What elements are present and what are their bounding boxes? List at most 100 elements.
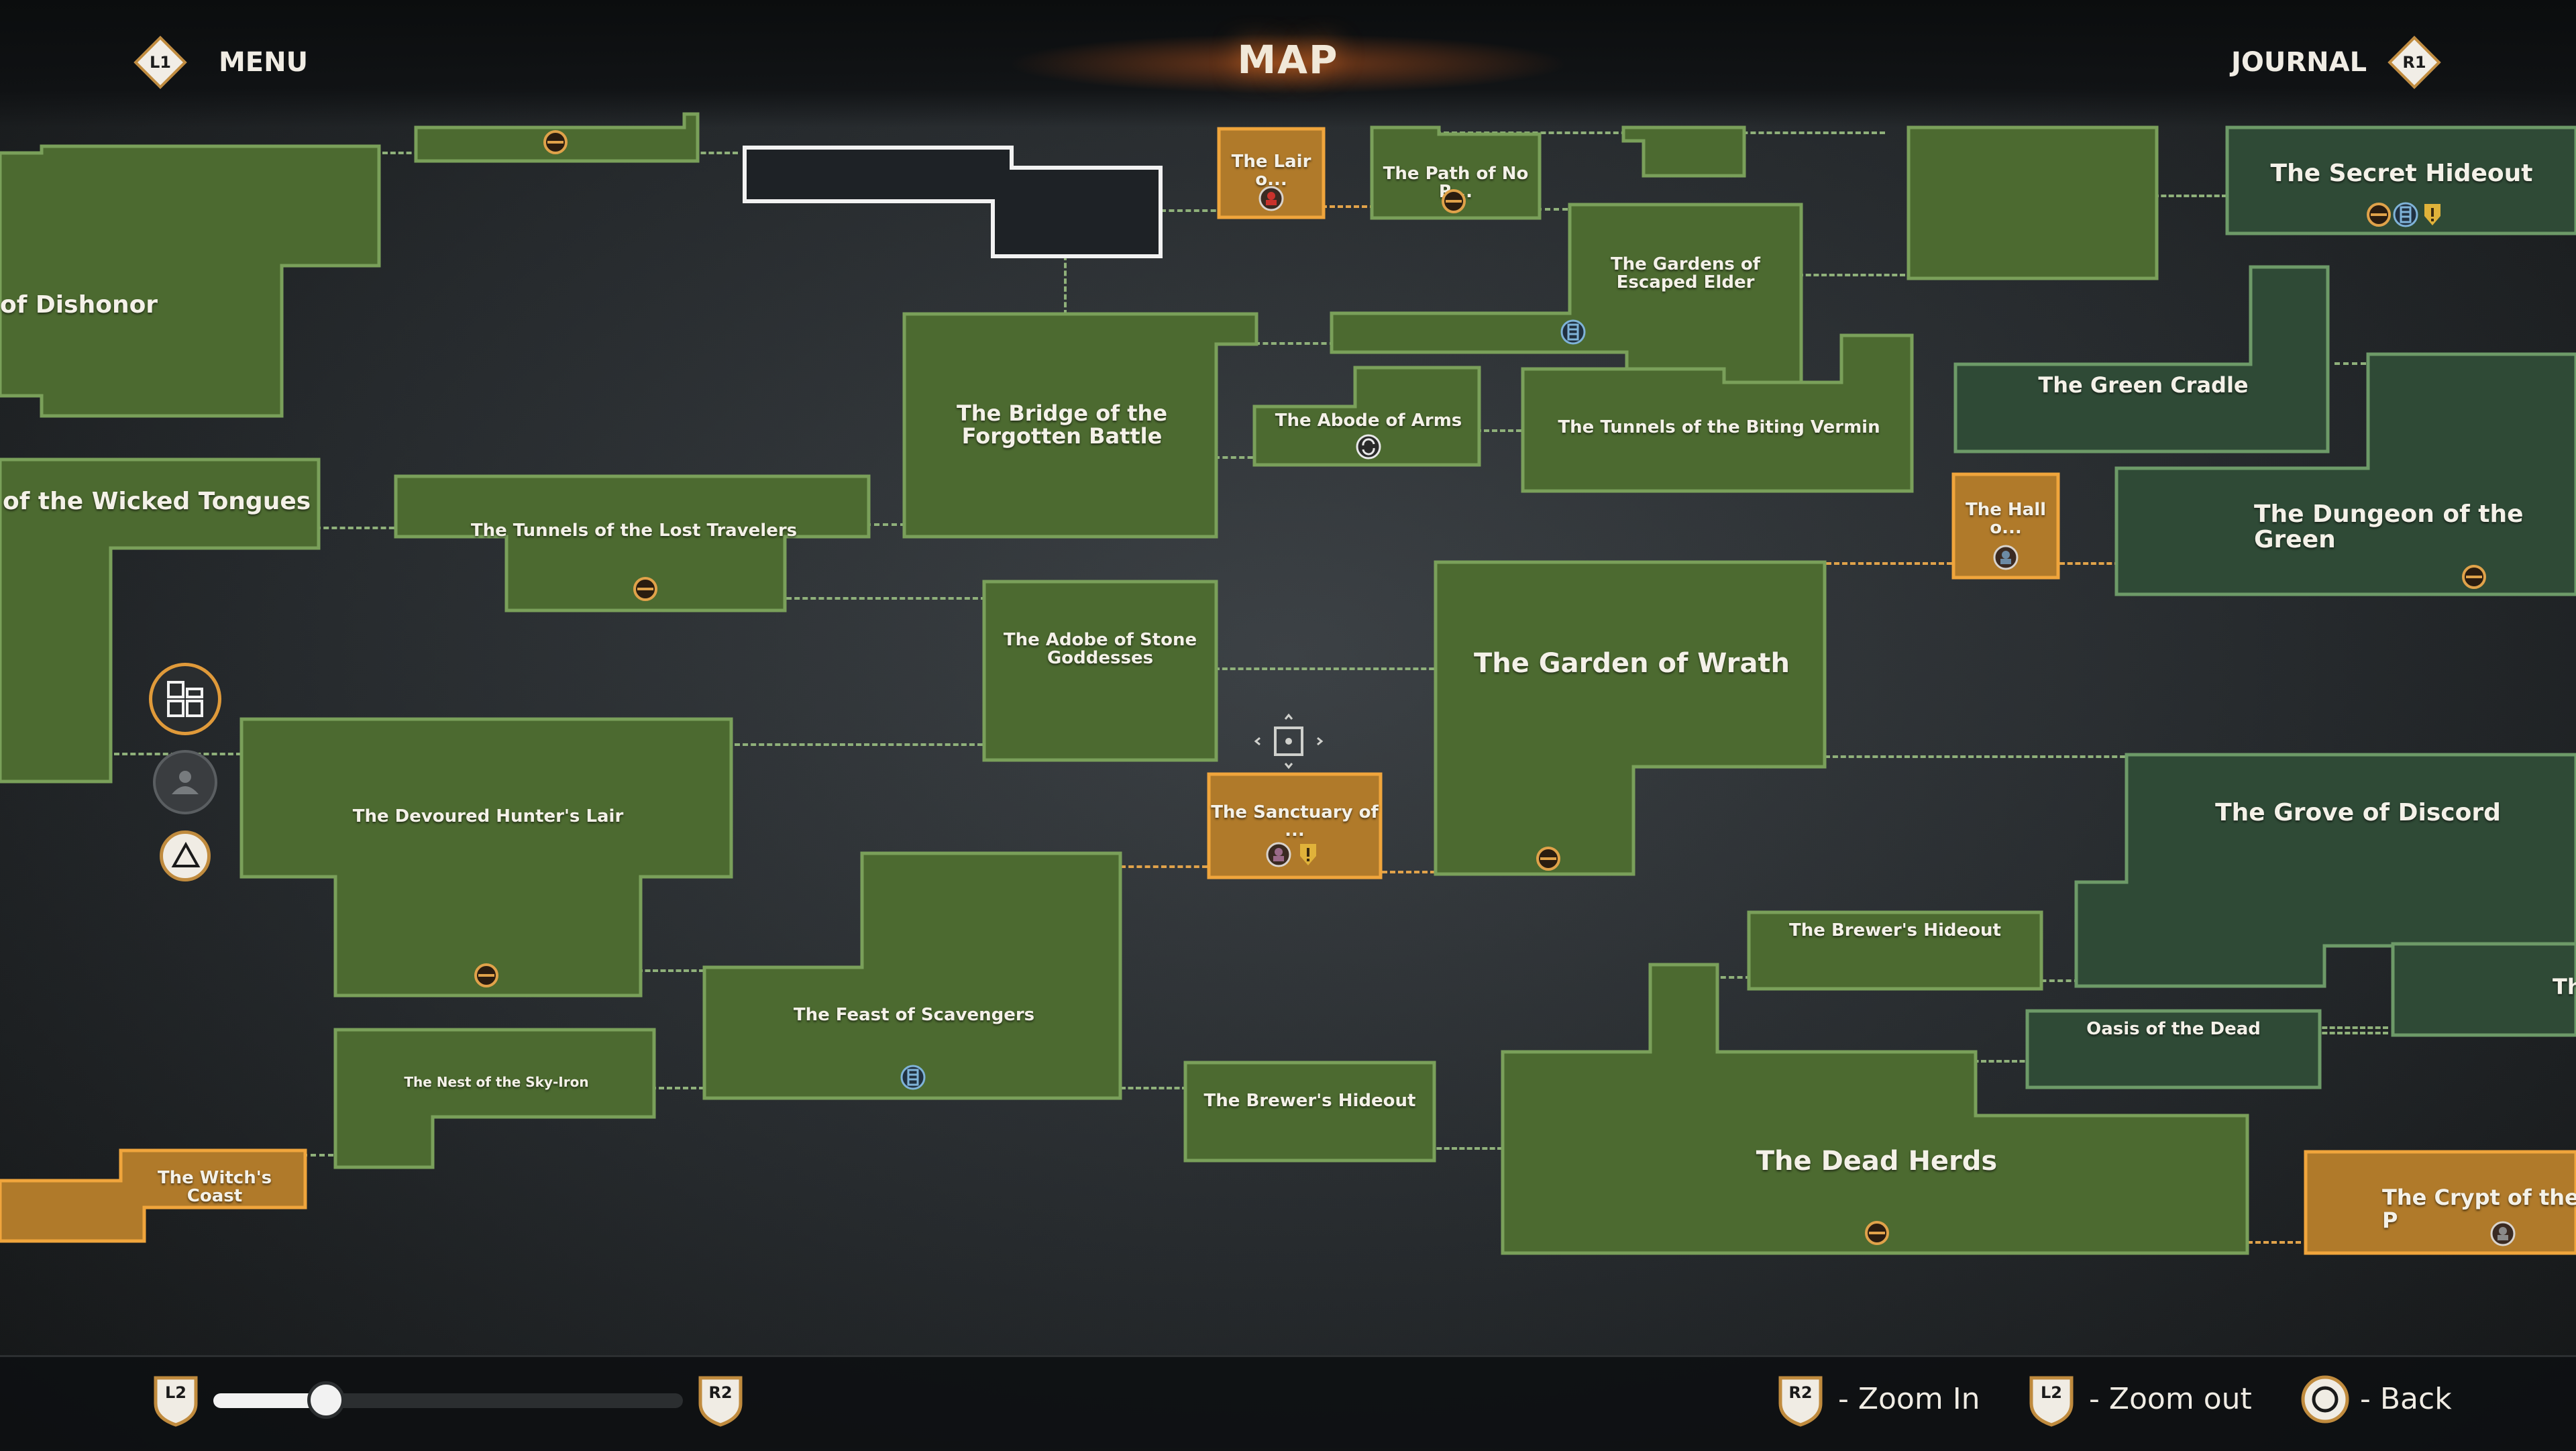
room-unexplored-outline[interactable] — [743, 146, 1164, 262]
connector — [2247, 1241, 2301, 1244]
enemy-icon — [2490, 1221, 2516, 1246]
connector — [2314, 1032, 2388, 1034]
connector — [302, 1154, 342, 1157]
connector — [2059, 562, 2120, 565]
room-devoured-hunters-lair[interactable]: The Devoured Hunter's Lair — [239, 717, 735, 1000]
connector — [778, 597, 986, 600]
room-top-strip[interactable] — [414, 112, 700, 163]
connector — [1120, 1087, 1187, 1089]
room-brewers-hideout-upper[interactable]: The Brewer's Hideout — [1747, 910, 2043, 991]
room-brewers-hideout-lower[interactable]: The Brewer's Hideout — [1183, 1061, 1436, 1163]
connector — [651, 1087, 704, 1089]
room-tunnels-lost-travelers[interactable]: The Tunnels of the Lost Travelers — [394, 474, 872, 614]
connector — [1161, 209, 1241, 212]
hint-back: - Back — [2360, 1382, 2452, 1416]
connector — [1429, 1147, 1503, 1150]
room-adobe-stone-goddesses[interactable]: The Adobe of Stone Goddesses — [982, 580, 1218, 762]
connector — [1536, 208, 1576, 211]
chest-icon — [543, 130, 568, 154]
room-path-no-return[interactable]: The Path of No R... — [1370, 125, 1542, 221]
zoom-slider-handle[interactable] — [307, 1381, 345, 1419]
zoom-slider-fill — [213, 1393, 326, 1408]
connector — [865, 523, 906, 526]
journal-label[interactable]: JOURNAL — [2231, 47, 2367, 78]
room-dungeon-green[interactable]: The Dungeon of the Green — [2114, 352, 2576, 597]
circle-icon — [2301, 1375, 2349, 1423]
triangle-icon — [171, 841, 201, 867]
chest-icon — [1536, 847, 1560, 871]
character-filter-button[interactable] — [153, 750, 217, 814]
quest-icon — [2424, 204, 2440, 225]
r2-zoom-in-button[interactable]: R2 — [695, 1374, 746, 1428]
connector — [637, 969, 704, 972]
room-top-small[interactable] — [1621, 125, 1746, 178]
l1-menu-button[interactable]: L1 — [133, 36, 187, 89]
connector — [2314, 1026, 2388, 1029]
menu-label[interactable]: MENU — [219, 47, 309, 78]
room-grove-of-discord[interactable]: The Grove of Discord — [2074, 753, 2576, 989]
title-glow — [1006, 34, 1570, 94]
connector — [1322, 205, 1375, 208]
map-cursor[interactable] — [1249, 711, 1328, 771]
quest-icon — [1300, 844, 1316, 865]
enemy-icon — [1993, 545, 2019, 570]
connector — [1966, 1060, 2033, 1063]
triangle-button[interactable] — [160, 830, 211, 881]
enemy-icon — [1266, 842, 1291, 867]
connector — [1120, 865, 1208, 868]
circle-back-button[interactable] — [2300, 1374, 2351, 1425]
connector — [1064, 255, 1067, 315]
room-wicked-tongues[interactable]: of the Wicked Tongues — [0, 458, 322, 785]
character-icon — [172, 771, 199, 794]
connector — [1214, 456, 1261, 459]
page-title: MAP — [1237, 37, 1339, 83]
hint-zoom-out: - Zoom out — [2089, 1382, 2252, 1416]
room-dead-herds[interactable]: The Dead Herds — [1501, 963, 2251, 1256]
room-gardens-escaped-elder[interactable]: The Gardens of Escaped Elder — [1330, 203, 1805, 386]
connector — [1382, 871, 1436, 873]
hint-l2-button: L2 — [2026, 1374, 2077, 1428]
connector — [1704, 976, 1751, 979]
room-green-cradle[interactable]: The Green Cradle — [1953, 265, 2331, 455]
connector — [1798, 274, 1905, 276]
room-secret-hideout[interactable]: The Secret Hideout — [2225, 125, 2576, 235]
room-edge-right[interactable]: Th — [2391, 942, 2576, 1037]
room-sanctuary[interactable]: The Sanctuary of ... — [1207, 772, 1383, 879]
map-legend-button[interactable] — [149, 663, 221, 735]
chest-icon — [633, 577, 657, 601]
ladder-icon — [2393, 202, 2418, 227]
r1-journal-button[interactable]: R1 — [2387, 36, 2441, 89]
rooms-grid-icon — [167, 681, 203, 717]
hint-zoom-in: - Zoom In — [1838, 1382, 1980, 1416]
ladder-icon — [1560, 319, 1586, 345]
room-hall[interactable]: The Hall o... — [1951, 472, 2060, 580]
room-oasis-of-the-dead[interactable]: Oasis of the Dead — [2025, 1009, 2322, 1089]
chest-icon — [2367, 203, 2391, 227]
connector — [2334, 362, 2375, 365]
room-tunnels-biting-vermin[interactable]: The Tunnels of the Biting Vermin — [1521, 333, 1915, 495]
zoom-slider-track[interactable] — [213, 1381, 683, 1419]
chest-icon — [474, 963, 498, 987]
room-garden-of-wrath[interactable]: The Garden of Wrath — [1434, 560, 1828, 877]
connector — [735, 743, 983, 746]
chest-icon — [1865, 1221, 1889, 1245]
portal-icon — [1356, 434, 1381, 460]
room-feast-of-scavengers[interactable]: The Feast of Scavengers — [702, 851, 1124, 1101]
room-crypt[interactable]: The Crypt of the P — [2304, 1150, 2576, 1255]
l2-zoom-out-button[interactable]: L2 — [150, 1374, 201, 1428]
hint-r2-button: R2 — [1775, 1374, 1826, 1428]
room-abode-of-arms[interactable]: The Abode of Arms — [1252, 366, 1483, 468]
room-nest-sky-iron[interactable]: The Nest of the Sky-Iron — [333, 1028, 657, 1171]
room-upper-right[interactable] — [1907, 125, 2159, 282]
connector — [2033, 979, 2080, 982]
connector — [1818, 562, 1952, 565]
room-bridge-forgotten-battle[interactable]: The Bridge of the Forgotten Battle — [902, 312, 1260, 541]
connector — [1825, 755, 2133, 758]
room-dishonor[interactable]: of Dishonor — [0, 144, 382, 420]
room-lair[interactable]: The Lair o... — [1217, 127, 1326, 219]
connector — [1254, 342, 1335, 345]
ladder-icon — [900, 1065, 926, 1090]
connector — [2153, 195, 2227, 197]
connector — [1476, 429, 1529, 432]
room-witchs-coast[interactable]: The Witch's Coast — [0, 1148, 309, 1244]
